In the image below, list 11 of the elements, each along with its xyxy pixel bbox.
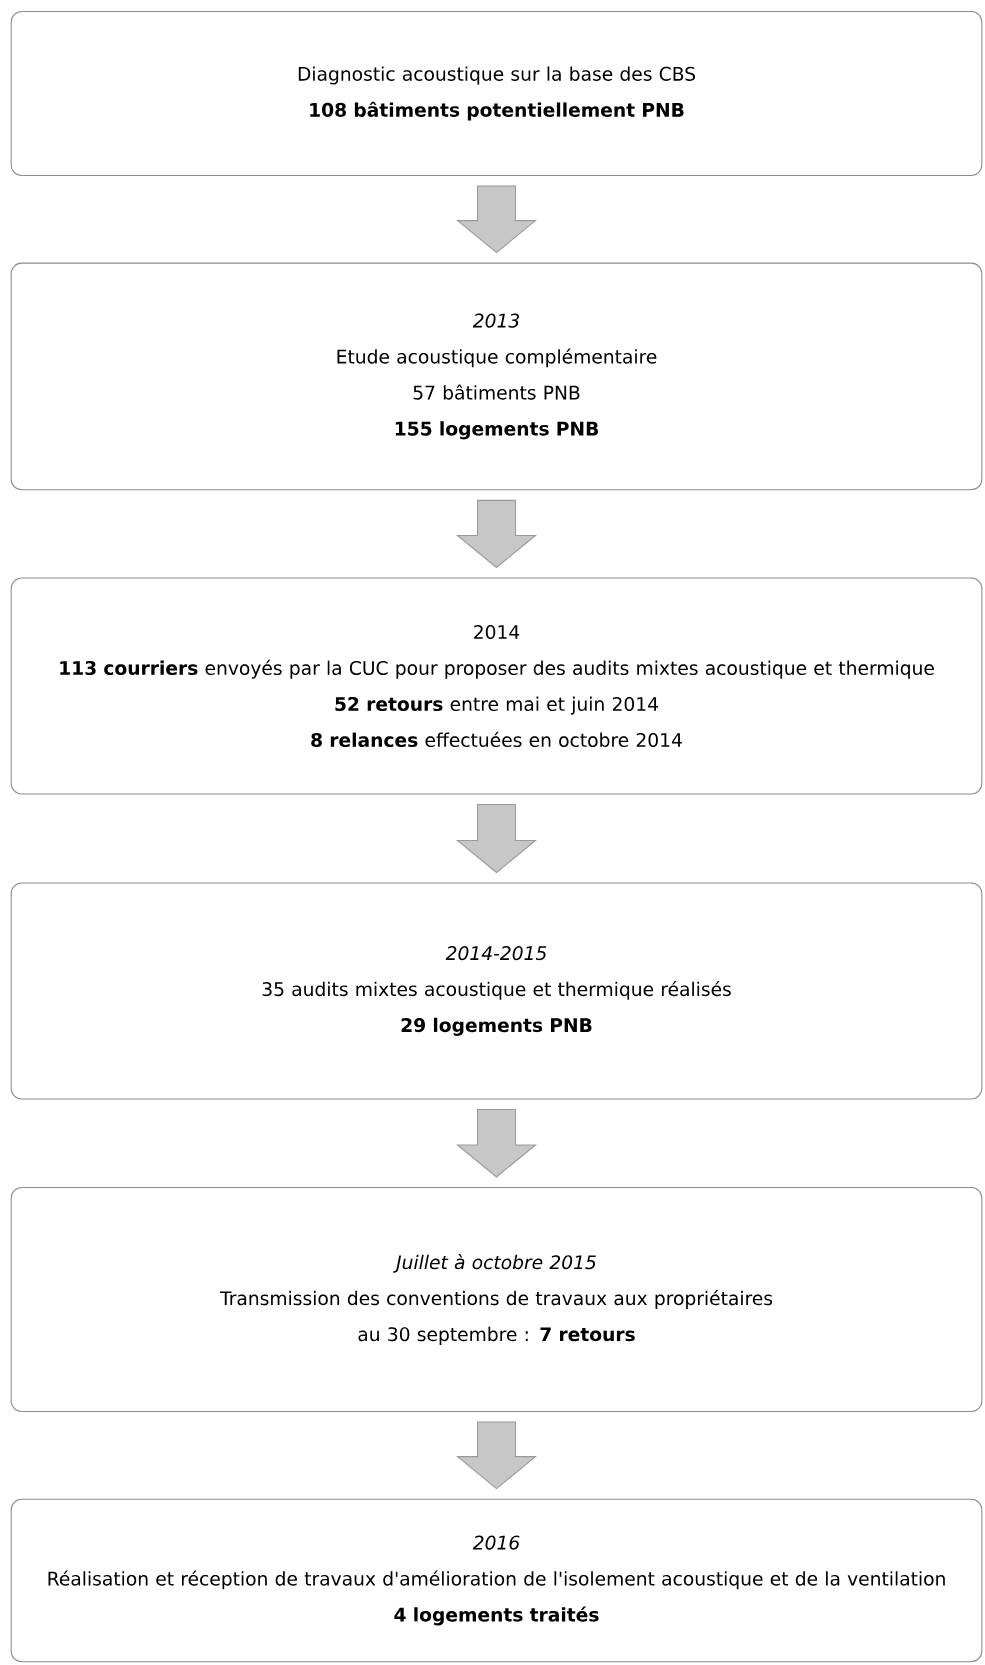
- process-box: 2014 113 courriers envoyés par la CUC pour proposer des audits mixtes acoustique et thermique 52 retours entre mai et juin 2014 8 relances effectuées en octobre 2014: [10, 577, 983, 795]
- process-box: 2016 Réalisation et réception de travaux d'amélioration de l'isolement acoustique et de la ventilation 4 logements traités: [10, 1498, 983, 1663]
- block-arrow: [456, 185, 537, 254]
- block-arrow: [456, 1421, 537, 1490]
- process-box: 2013 Etude acoustique complémentaire 57 bâtiments PNB 155 logements PNB: [10, 262, 983, 491]
- block-arrow: [456, 499, 537, 569]
- process-box: Juillet à octobre 2015 Transmission des conventions de travaux aux propriétaires au 30 septembre : 7 retours: [10, 1186, 983, 1413]
- process-box: Diagnostic acoustique sur la base des CBS 108 bâtiments potentiellement PNB: [10, 10, 983, 176]
- block-arrow: [456, 804, 537, 874]
- process-box: 2014-2015 35 audits mixtes acoustique et thermique réalisés 29 logements PNB: [10, 882, 983, 1100]
- block-arrow: [456, 1109, 537, 1178]
